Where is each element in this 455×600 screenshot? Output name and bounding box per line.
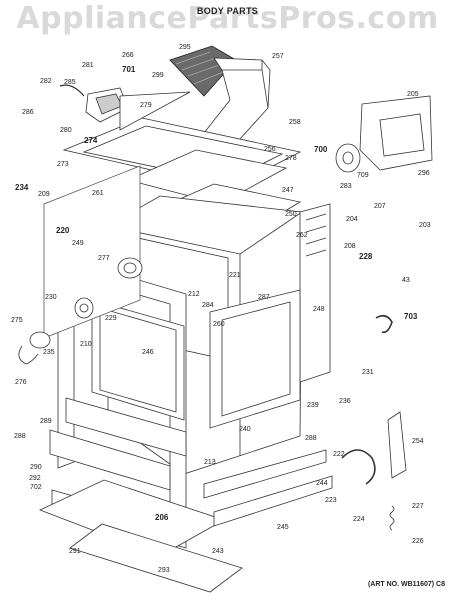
callout-224: 224	[353, 516, 365, 523]
callout-283: 283	[340, 183, 352, 190]
callout-220: 220	[56, 226, 70, 235]
callout-256: 256	[264, 146, 276, 153]
watermark: AppliancePartsPros.com	[16, 1, 439, 36]
callout-291: 291	[69, 548, 81, 555]
burner-277[interactable]	[117, 257, 143, 279]
callout-236: 236	[339, 398, 351, 405]
callout-247: 247	[282, 187, 294, 194]
callout-243: 243	[212, 548, 224, 555]
callout-290: 290	[30, 464, 42, 471]
callout-209: 209	[38, 191, 50, 198]
callout-293: 293	[158, 567, 170, 574]
diagram-title: BODY PARTS	[196, 6, 259, 16]
callout-292: 292	[29, 475, 41, 482]
callout-223: 223	[325, 497, 337, 504]
callout-277: 277	[98, 255, 110, 262]
callout-285: 285	[64, 79, 76, 86]
callout-228: 228	[359, 252, 373, 261]
callout-213: 213	[204, 459, 216, 466]
callout-284: 284	[202, 302, 214, 309]
callout-203: 203	[419, 222, 431, 229]
callout-282: 282	[40, 78, 52, 85]
hook-222[interactable]	[341, 449, 376, 485]
knob-275[interactable]	[18, 331, 51, 365]
callout-249: 249	[72, 240, 84, 247]
callout-709: 709	[357, 172, 369, 179]
kick-panel[interactable]	[203, 449, 333, 527]
callout-207: 207	[374, 203, 386, 210]
back-panel[interactable]	[359, 95, 433, 171]
callout-245: 245	[277, 524, 289, 531]
callout-296: 296	[418, 170, 430, 177]
control-bracket-assembly[interactable]	[59, 84, 129, 123]
callout-205: 205	[407, 91, 419, 98]
callout-287: 287	[258, 294, 270, 301]
callout-295: 295	[179, 44, 191, 51]
callout-227: 227	[412, 503, 424, 510]
callout-262: 262	[296, 232, 308, 239]
callout-234: 234	[15, 183, 29, 192]
callout-231: 231	[362, 369, 374, 376]
callout-222: 222	[333, 451, 345, 458]
callout-288: 288	[14, 433, 26, 440]
callout-260: 260	[213, 321, 225, 328]
callout-226: 226	[412, 538, 424, 545]
callout-246: 246	[142, 349, 154, 356]
clip-703[interactable]	[375, 314, 393, 334]
callout-240: 240	[239, 426, 251, 433]
callout-703: 703	[404, 312, 418, 321]
right-side-panel[interactable]	[209, 203, 331, 429]
callout-701: 701	[122, 65, 136, 74]
callout-212: 212	[188, 291, 200, 298]
callout-257: 257	[272, 53, 284, 60]
callout-276: 276	[15, 379, 27, 386]
callout-250: 250	[285, 211, 297, 218]
callout-239: 239	[307, 402, 319, 409]
callout-235: 235	[43, 349, 55, 356]
callout-210: 210	[80, 341, 92, 348]
callout-221: 221	[229, 272, 241, 279]
callout-254: 254	[412, 438, 424, 445]
callout-286: 286	[22, 109, 34, 116]
callout-288b: 288	[305, 435, 317, 442]
burner-709[interactable]	[335, 143, 361, 173]
callout-700: 700	[314, 145, 328, 154]
art-number: (ART NO. WB11607) C8	[367, 581, 445, 588]
hinge-254[interactable]	[387, 411, 407, 479]
callout-244: 244	[316, 480, 328, 487]
callout-275: 275	[11, 317, 23, 324]
callout-248: 248	[313, 306, 325, 313]
callout-206: 206	[155, 513, 169, 522]
callout-230: 230	[45, 294, 57, 301]
callout-280: 280	[60, 127, 72, 134]
left-side-panel[interactable]	[43, 165, 141, 339]
callout-229: 229	[105, 315, 117, 322]
callout-289: 289	[40, 418, 52, 425]
callout-274: 274	[84, 136, 98, 145]
callout-43: 43	[402, 277, 410, 284]
callout-279: 279	[140, 102, 152, 109]
thermostat-230[interactable]	[74, 297, 94, 319]
callout-702: 702	[30, 484, 42, 491]
callout-204: 204	[346, 216, 358, 223]
spring-227[interactable]	[389, 505, 395, 531]
bottom-panel[interactable]	[38, 479, 243, 593]
callout-258: 258	[289, 119, 301, 126]
callout-278: 278	[285, 155, 297, 162]
callout-266: 266	[122, 52, 134, 59]
callout-273: 273	[57, 161, 69, 168]
callout-299: 299	[152, 72, 164, 79]
callout-208: 208	[344, 243, 356, 250]
callout-261: 261	[92, 190, 104, 197]
callout-281: 281	[82, 62, 94, 69]
